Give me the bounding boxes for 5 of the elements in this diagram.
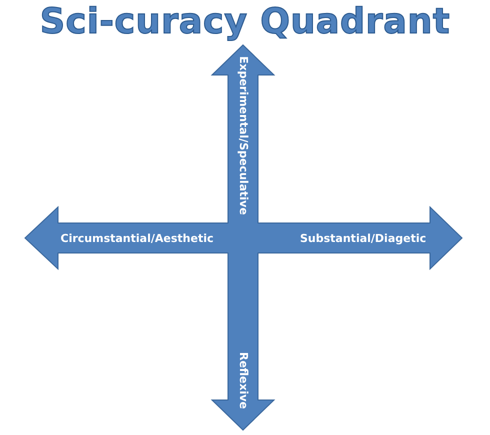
- axis-label: Experimental/Speculative: [236, 56, 250, 214]
- axis-label: Reflexive: [236, 351, 250, 409]
- axis-label: Substantial/Diagetic: [300, 232, 426, 244]
- title: Sci-curacy Quadrant: [38, 1, 452, 44]
- axis-label: Circumstantial/Aesthetic: [60, 232, 214, 244]
